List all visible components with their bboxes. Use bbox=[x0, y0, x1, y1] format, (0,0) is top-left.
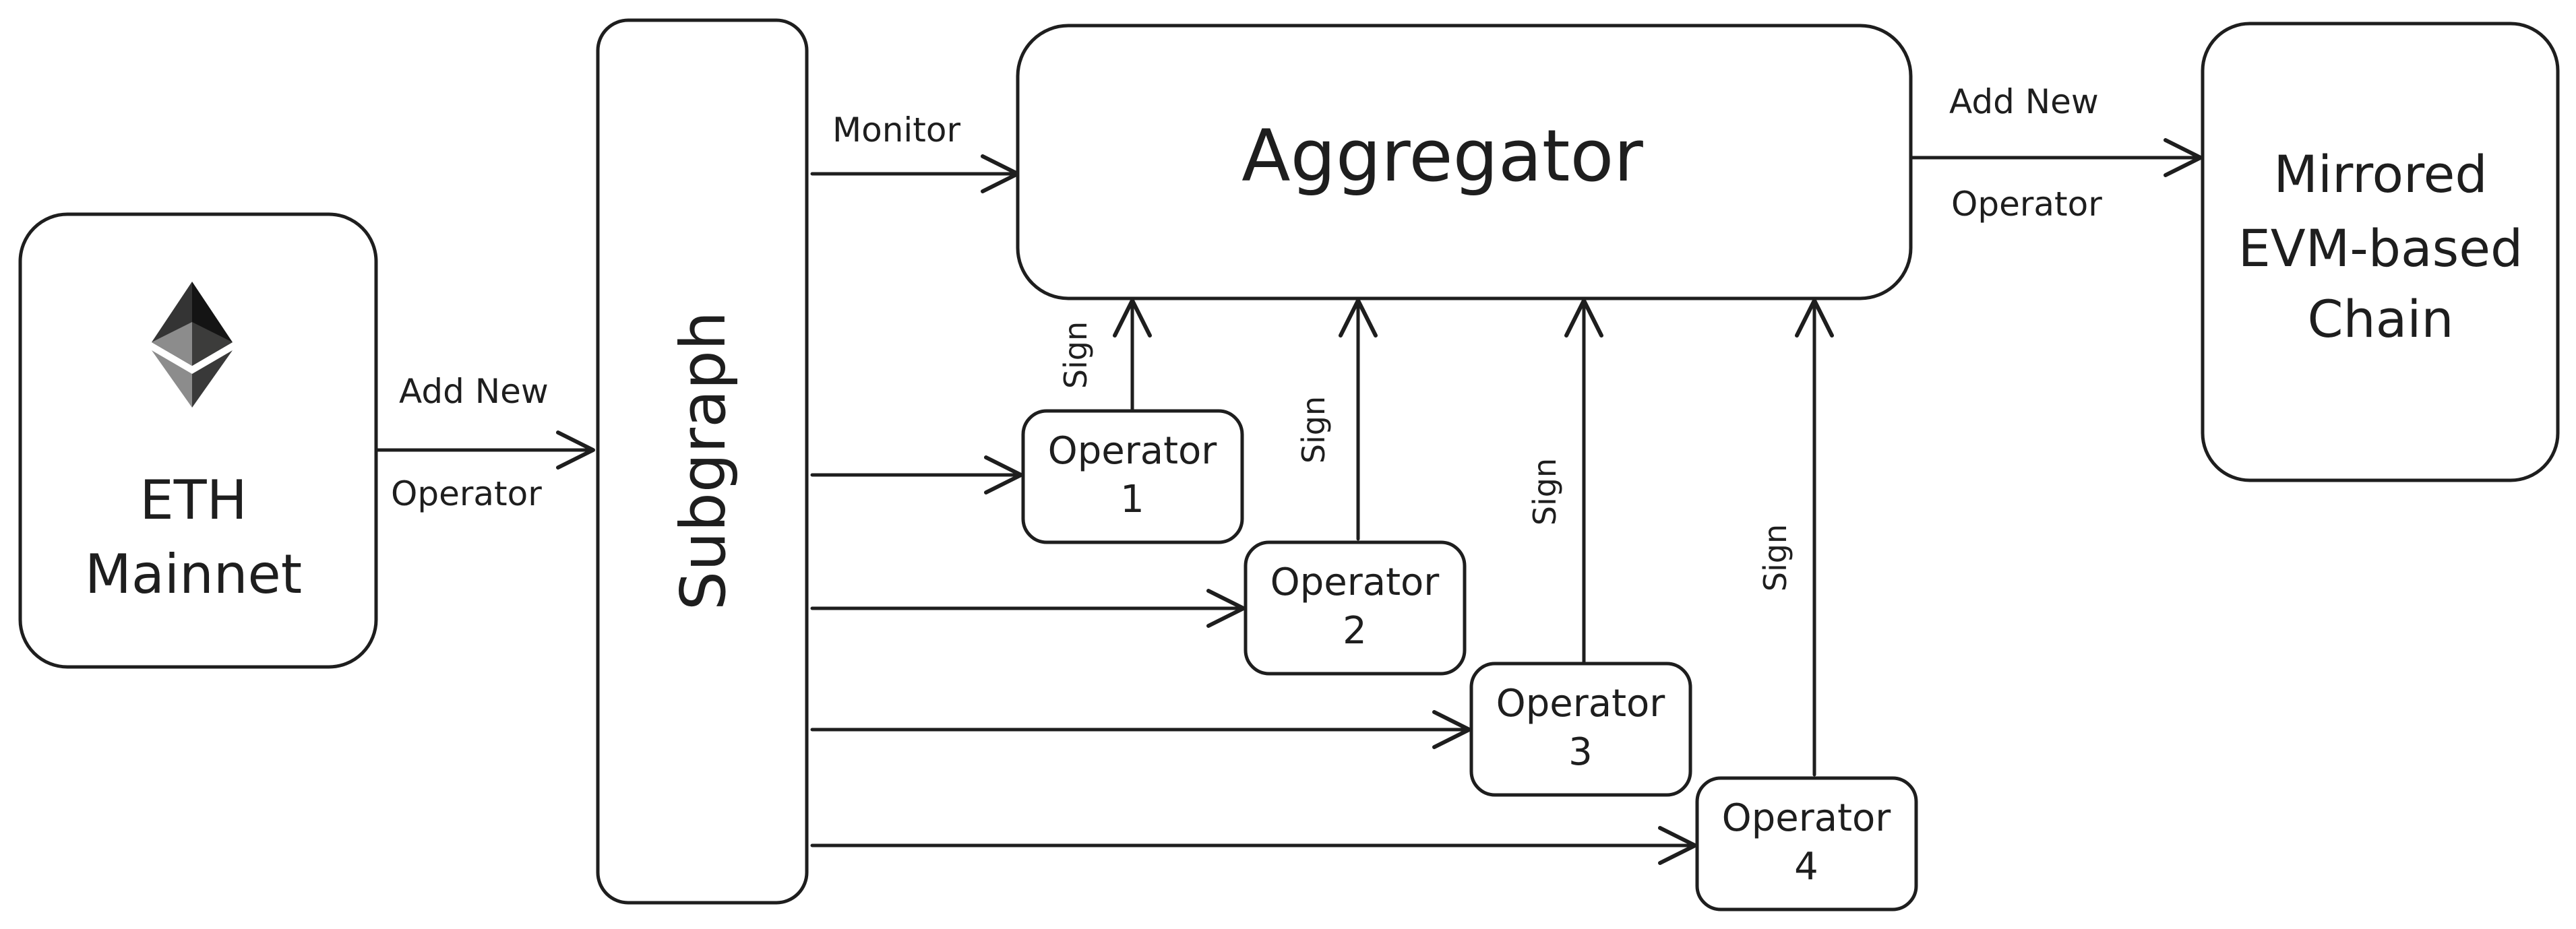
operator-1-label-line1: Operator bbox=[1048, 429, 1218, 473]
mirrored-label-line3: Chain bbox=[2307, 289, 2453, 349]
operator-2-label-line1: Operator bbox=[1270, 560, 1440, 604]
operator-4-label-line1: Operator bbox=[1722, 796, 1892, 840]
sign-label-1: Sign bbox=[1057, 321, 1094, 389]
operator-3-label-line2: 3 bbox=[1568, 730, 1593, 774]
node-subgraph: Subgraph bbox=[596, 18, 809, 905]
aggregator-label: Aggregator bbox=[1241, 115, 1643, 197]
ethereum-logo-icon bbox=[152, 282, 233, 408]
operator-3-label-line1: Operator bbox=[1496, 682, 1666, 726]
eth-mainnet-label-line1: ETH bbox=[140, 469, 247, 532]
operator-1-label-line2: 1 bbox=[1120, 478, 1144, 521]
edge-label-mirrored-operator: Operator bbox=[1951, 185, 2102, 224]
mirrored-label-line1: Mirrored bbox=[2273, 144, 2487, 204]
operator-4-label-line2: 4 bbox=[1794, 845, 1818, 889]
sign-label-2: Sign bbox=[1295, 396, 1332, 463]
edge-label-eth-add-new: Add New bbox=[399, 372, 549, 411]
node-operator-3: Operator 3 bbox=[1469, 662, 1692, 797]
eth-mainnet-label-line2: Mainnet bbox=[85, 543, 302, 606]
edge-labels: Add New Operator Monitor Add New Operato… bbox=[391, 82, 2102, 591]
edge-label-eth-operator: Operator bbox=[391, 474, 542, 513]
node-mirrored-chain: Mirrored EVM-based Chain bbox=[2201, 22, 2560, 482]
sign-label-4: Sign bbox=[1757, 524, 1793, 591]
node-operator-2: Operator 2 bbox=[1244, 540, 1467, 676]
node-operator-4: Operator 4 bbox=[1695, 776, 1918, 911]
mirrored-label-line2: EVM-based bbox=[2238, 218, 2523, 278]
subgraph-label: Subgraph bbox=[667, 311, 739, 610]
operator-2-label-line2: 2 bbox=[1343, 609, 1367, 653]
edge-label-monitor: Monitor bbox=[832, 110, 961, 150]
node-operator-1: Operator 1 bbox=[1021, 409, 1244, 544]
edges bbox=[374, 138, 2203, 865]
sign-label-3: Sign bbox=[1527, 458, 1563, 525]
node-aggregator: Aggregator bbox=[1016, 24, 1913, 300]
edge-label-mirrored-add-new: Add New bbox=[1949, 82, 2099, 121]
node-eth-mainnet: ETH Mainnet bbox=[18, 212, 378, 669]
